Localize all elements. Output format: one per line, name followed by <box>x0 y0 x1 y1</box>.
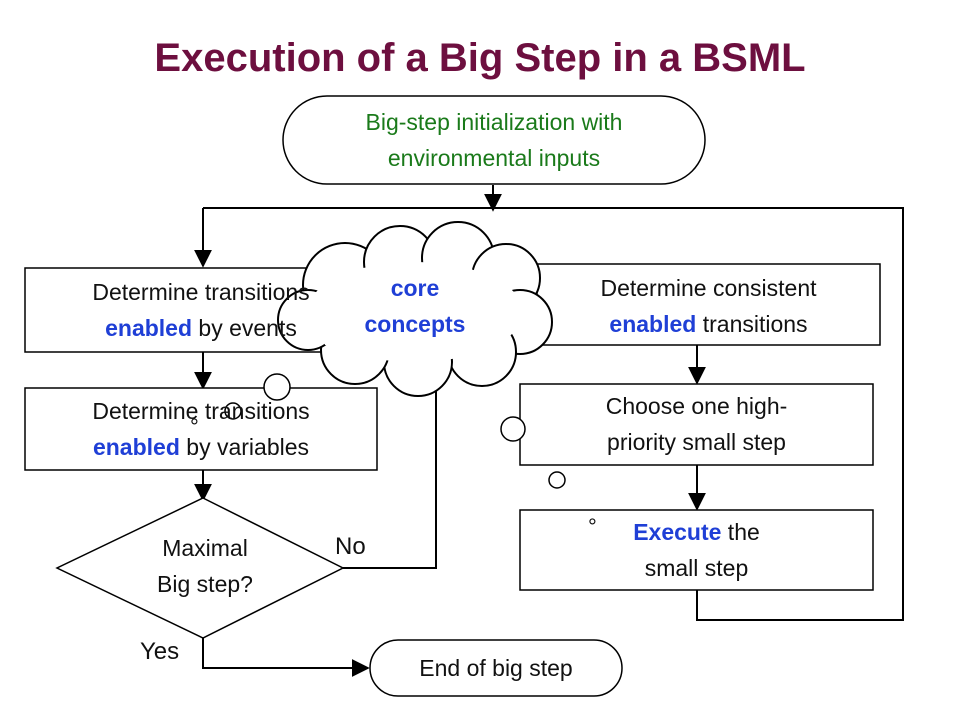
init-label: Big-step initialization with environment… <box>283 104 705 176</box>
arrow-yes-to-end <box>202 638 370 677</box>
cloud-line2: concepts <box>364 311 466 337</box>
decision-node <box>55 497 345 639</box>
loop-back-line <box>493 207 904 621</box>
decision-line1: Maximal <box>162 535 248 561</box>
page-title: Execution of a Big Step in a BSML <box>154 36 806 80</box>
end-label: End of big step <box>419 655 573 681</box>
execute-line1: Execute the <box>520 514 873 550</box>
end-node <box>369 639 623 697</box>
cloud-label: core concepts <box>335 270 495 342</box>
execute-keyword: Execute <box>633 519 722 545</box>
degree-mark-icon: ° <box>588 514 597 539</box>
choose-line1: Choose one high- <box>605 393 788 419</box>
bubble-decoration <box>263 373 291 401</box>
execute-label: Execute the small step <box>520 514 873 586</box>
init-line2: environmental inputs <box>387 145 601 171</box>
execute-rest: the <box>721 519 760 545</box>
init-line1: Big-step initialization with <box>365 109 623 135</box>
consistent-line2: enabled transitions <box>537 306 880 342</box>
consistent-label: Determine consistent enabled transitions <box>537 270 880 342</box>
events-line2: enabled by events <box>25 310 377 346</box>
events-keyword: enabled <box>105 315 193 341</box>
bubble-decoration <box>500 416 526 442</box>
events-label: Determine transitions enabled by events <box>25 274 377 346</box>
execute-node <box>519 509 874 591</box>
variables-keyword: enabled <box>92 434 180 460</box>
consistent-rest: transitions <box>696 311 808 337</box>
cloud-line1: core <box>390 275 440 301</box>
bubble-decoration <box>548 471 566 489</box>
consistent-line1: Determine consistent <box>600 275 817 301</box>
events-line1: Determine transitions <box>92 279 310 305</box>
choose-label: Choose one high- priority small step <box>520 388 873 460</box>
edge-label-no: No <box>335 533 366 560</box>
execute-line2: small step <box>644 555 749 581</box>
degree-mark-icon: ° <box>190 414 199 439</box>
variables-line2: enabled by variables <box>25 429 377 465</box>
events-rest: by events <box>192 315 297 341</box>
variables-rest: by variables <box>179 434 310 460</box>
consistent-node <box>536 263 881 346</box>
decision-line2: Big step? <box>157 571 253 597</box>
edge-label-yes: Yes <box>140 638 180 665</box>
variables-line1: Determine transitions <box>92 398 310 424</box>
choose-line2: priority small step <box>607 429 786 455</box>
choose-node <box>519 383 874 466</box>
decision-label: Maximal Big step? <box>115 530 295 602</box>
init-node <box>282 95 706 185</box>
variables-label: Determine transitions enabled by variabl… <box>25 393 377 465</box>
bubble-decoration <box>224 402 242 420</box>
consistent-keyword: enabled <box>609 311 697 337</box>
variables-node <box>24 387 378 471</box>
